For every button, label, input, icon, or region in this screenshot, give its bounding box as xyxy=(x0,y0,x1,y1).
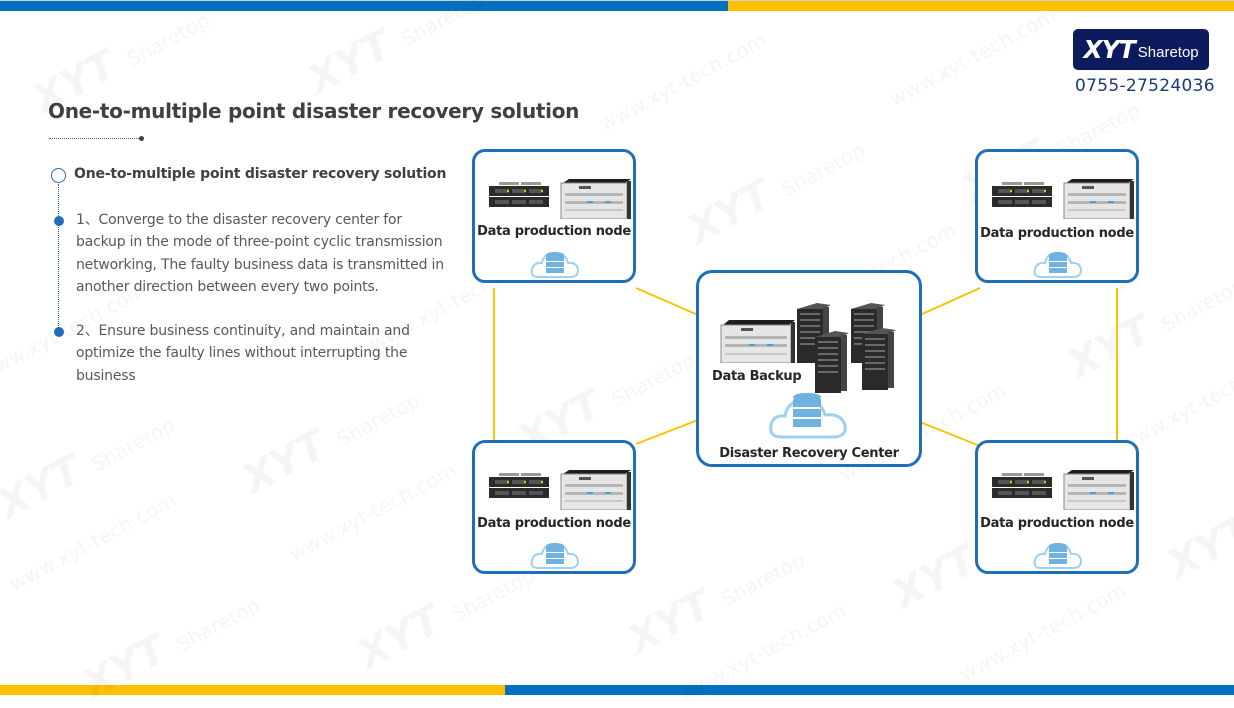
storage-server-icon xyxy=(992,473,1052,498)
section-heading: One-to-multiple point disaster recovery … xyxy=(74,166,447,182)
node-label: Data production node xyxy=(980,226,1134,241)
network-chassis-icon xyxy=(1063,179,1134,219)
storage-server-icon xyxy=(489,182,549,207)
page-title: One-to-multiple point disaster recovery … xyxy=(48,99,580,123)
link-line-center-topright xyxy=(919,287,981,316)
top-border-line xyxy=(0,0,1234,1)
section-heading-circle-icon xyxy=(51,168,66,183)
logo-wordmark: Sharetop xyxy=(1137,44,1199,61)
watermark-logo: XYT Sharetop xyxy=(235,373,426,504)
watermark-logo: XYT Sharetop xyxy=(300,0,491,103)
point-item: 1、Converge to the disaster recovery cent… xyxy=(76,212,444,295)
network-chassis-icon xyxy=(560,179,631,219)
node-label: Data production node xyxy=(980,516,1134,531)
data-production-node: Data production node xyxy=(472,149,636,283)
watermark-url: www.xyt-tech.com xyxy=(1115,348,1234,456)
center-title: Disaster Recovery Center xyxy=(719,446,899,461)
network-chassis-icon xyxy=(560,470,631,510)
bottom-accent-bar-yellow xyxy=(0,685,505,695)
title-underline xyxy=(49,138,141,139)
watermark-url: www.xyt-tech.com xyxy=(885,3,1060,111)
contact-phone: 0755-27524036 xyxy=(1075,76,1215,96)
cloud-database-icon xyxy=(1033,251,1083,278)
bullet-dot-icon xyxy=(54,327,64,337)
link-line-center-bottomright xyxy=(919,421,981,447)
network-chassis-icon xyxy=(1063,470,1134,510)
data-backup-label: Data Backup xyxy=(712,369,802,384)
node-label: Data production node xyxy=(477,516,631,531)
timeline-connector xyxy=(58,184,59,334)
disaster-recovery-center: Data Backup Disaster Recovery Center xyxy=(696,270,922,467)
point-item: 2、Ensure business continuity, and mainta… xyxy=(76,323,410,384)
node-label: Data production node xyxy=(477,224,631,239)
logo-mark: XYT xyxy=(1083,35,1135,64)
data-production-node: Data production node xyxy=(472,440,636,574)
watermark-logo: XYT Sharetop xyxy=(1160,458,1234,589)
link-line-center-bottomleft xyxy=(635,419,699,445)
cloud-database-icon xyxy=(530,251,580,278)
data-production-node: Data production node xyxy=(975,440,1139,574)
network-chassis-icon xyxy=(720,320,795,363)
brand-logo: XYT Sharetop xyxy=(1073,29,1209,70)
watermark-url: www.xyt-tech.com xyxy=(285,458,460,566)
link-line-center-topleft xyxy=(635,287,699,316)
bullet-dot-icon xyxy=(54,216,64,226)
watermark-url: www.xyt-tech.com xyxy=(955,578,1130,686)
watermark-logo: XYT Sharetop xyxy=(620,533,811,664)
title-underline-dot xyxy=(139,136,144,141)
watermark-logo: XYT Sharetop xyxy=(680,123,871,254)
cloud-database-icon xyxy=(1033,542,1083,569)
watermark-logo: XYT Sharetop xyxy=(0,398,181,529)
storage-server-icon xyxy=(489,473,549,498)
watermark-url: www.xyt-tech.com xyxy=(5,488,180,596)
top-accent-bar-yellow xyxy=(728,1,1234,11)
server-tower-icon xyxy=(797,303,896,393)
top-accent-bar-blue xyxy=(0,1,728,11)
watermark-url: www.xyt-tech.com xyxy=(595,28,770,136)
storage-server-icon xyxy=(992,182,1052,207)
cloud-database-icon xyxy=(530,542,580,569)
data-production-node: Data production node xyxy=(975,149,1139,283)
bottom-accent-bar-blue xyxy=(505,685,1234,695)
cloud-database-icon xyxy=(769,393,847,439)
